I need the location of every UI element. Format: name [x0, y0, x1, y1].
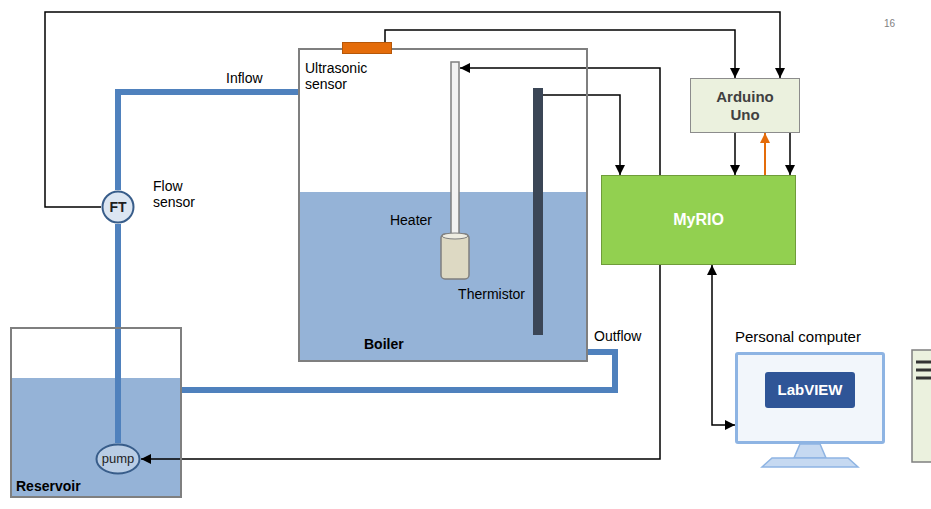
personal-computer: Personal computerLabVIEW: [735, 352, 885, 444]
heater-outline: [440, 62, 470, 280]
arduino-board: Arduino Uno: [690, 78, 800, 133]
tower-slot: [916, 369, 931, 372]
monitor-base: [762, 458, 858, 467]
water-pipe: [182, 352, 615, 390]
signal-line: [460, 68, 660, 175]
tower-slot: [916, 377, 931, 380]
node-label: Reservoir: [16, 478, 81, 494]
pump: pump: [95, 443, 141, 475]
signal-line: [141, 265, 660, 459]
node-label: Personal computer: [735, 328, 861, 345]
page-number: 16: [884, 18, 895, 30]
thermistor: Thermistor: [533, 88, 543, 335]
tower-slot: [916, 361, 931, 364]
flow-label: Outflow: [594, 328, 641, 344]
heater: Heater: [440, 62, 470, 280]
node-label: Flow sensor: [153, 178, 213, 210]
node-label: Boiler: [364, 336, 404, 352]
signal-line: [712, 265, 735, 425]
node-label: pump: [102, 452, 135, 467]
heater-cap: [442, 233, 468, 239]
signal-line: [789, 133, 791, 175]
node-label: Ultrasonic sensor: [305, 60, 385, 92]
node-label: LabVIEW: [765, 372, 855, 408]
node-label: Heater: [390, 212, 432, 228]
heater-element: [441, 234, 469, 279]
water-pipe: [118, 92, 298, 190]
pump-ellipse: [97, 445, 140, 474]
boiler-tank: BoilerUltrasonic sensorHeaterThermistor: [298, 48, 588, 362]
sensor-circle: [103, 192, 134, 223]
node-label: Thermistor: [458, 286, 525, 302]
node-label: FT: [109, 199, 126, 215]
boiler-water: [299, 192, 587, 361]
ultrasonic-sensor: Ultrasonic sensor: [342, 42, 392, 54]
reservoir-tank: Reservoir pump: [10, 327, 182, 498]
monitor-stand: [794, 444, 826, 458]
flow-sensor: FTFlow sensor: [101, 190, 135, 224]
heater-rod: [451, 62, 459, 236]
signal-line: [385, 30, 735, 78]
signal-line: [764, 133, 766, 175]
signal-line: [734, 133, 736, 175]
flow-label: Inflow: [226, 70, 263, 86]
node-label: MyRIO: [673, 211, 724, 229]
reservoir-water: [11, 378, 181, 497]
water-pipe: [115, 224, 121, 443]
signal-line: [543, 95, 620, 175]
node-label: Arduino Uno: [705, 88, 785, 123]
pc-tower: [912, 350, 931, 462]
myrio-controller: MyRIO: [601, 175, 796, 265]
